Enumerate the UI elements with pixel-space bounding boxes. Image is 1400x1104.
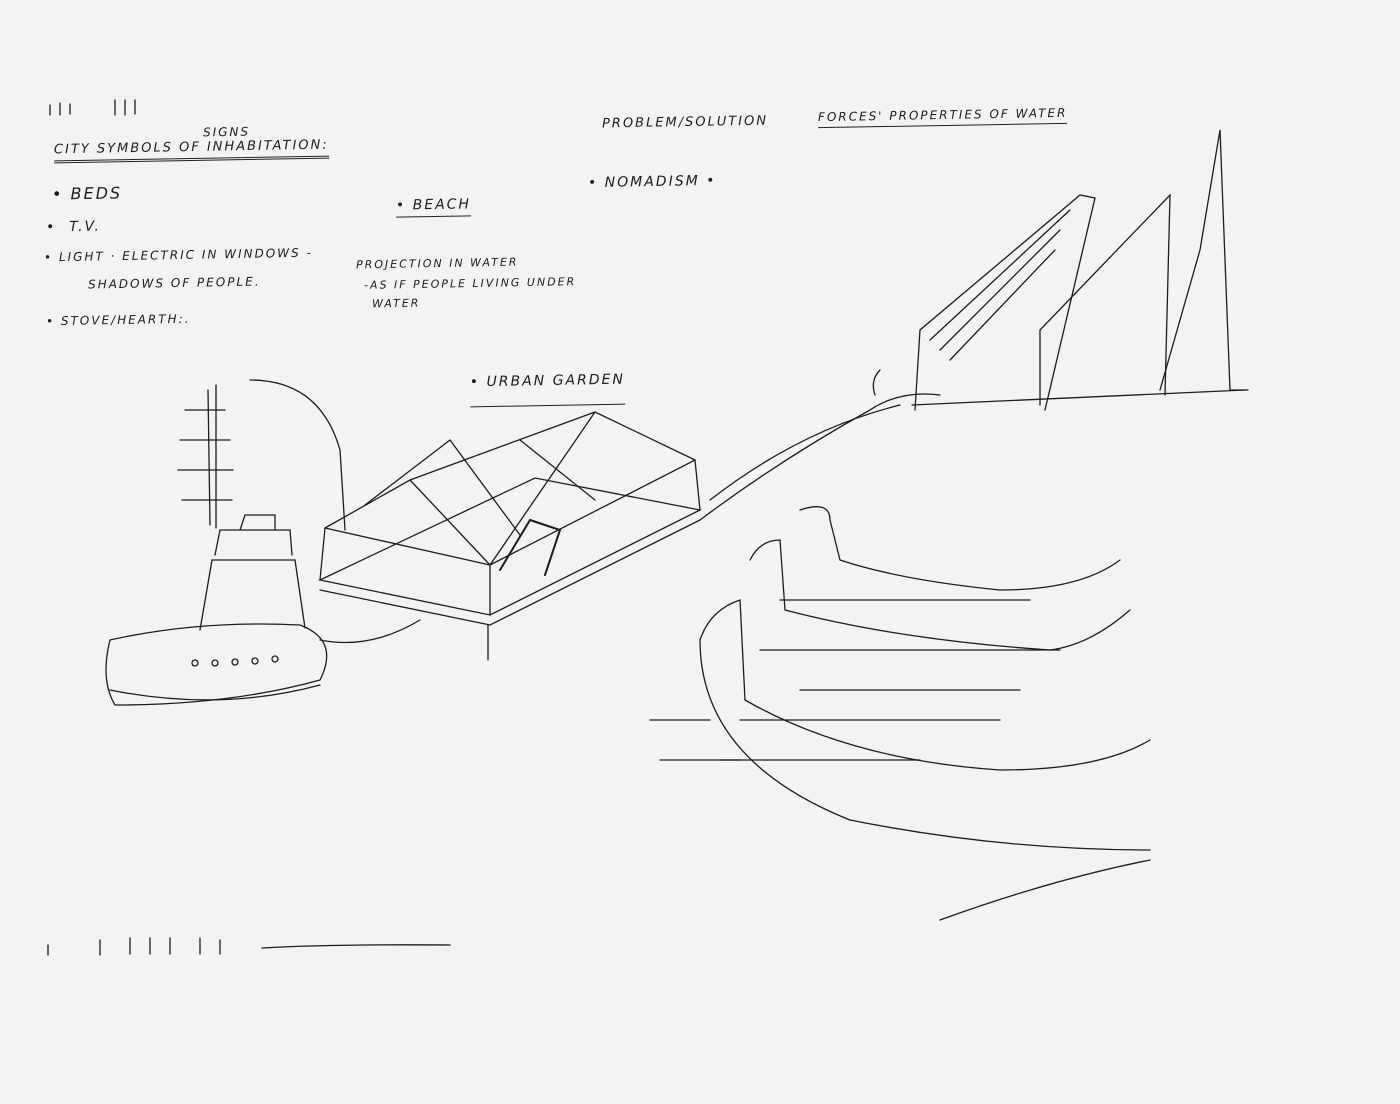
cliffs-sketch: [872, 129, 1249, 411]
greenhouse-sketch: [317, 393, 941, 661]
terraces-sketch: [649, 506, 1151, 921]
tugboat-sketch: [105, 514, 421, 706]
margin-marks: [47, 99, 451, 956]
tree-sketch: [177, 379, 346, 531]
